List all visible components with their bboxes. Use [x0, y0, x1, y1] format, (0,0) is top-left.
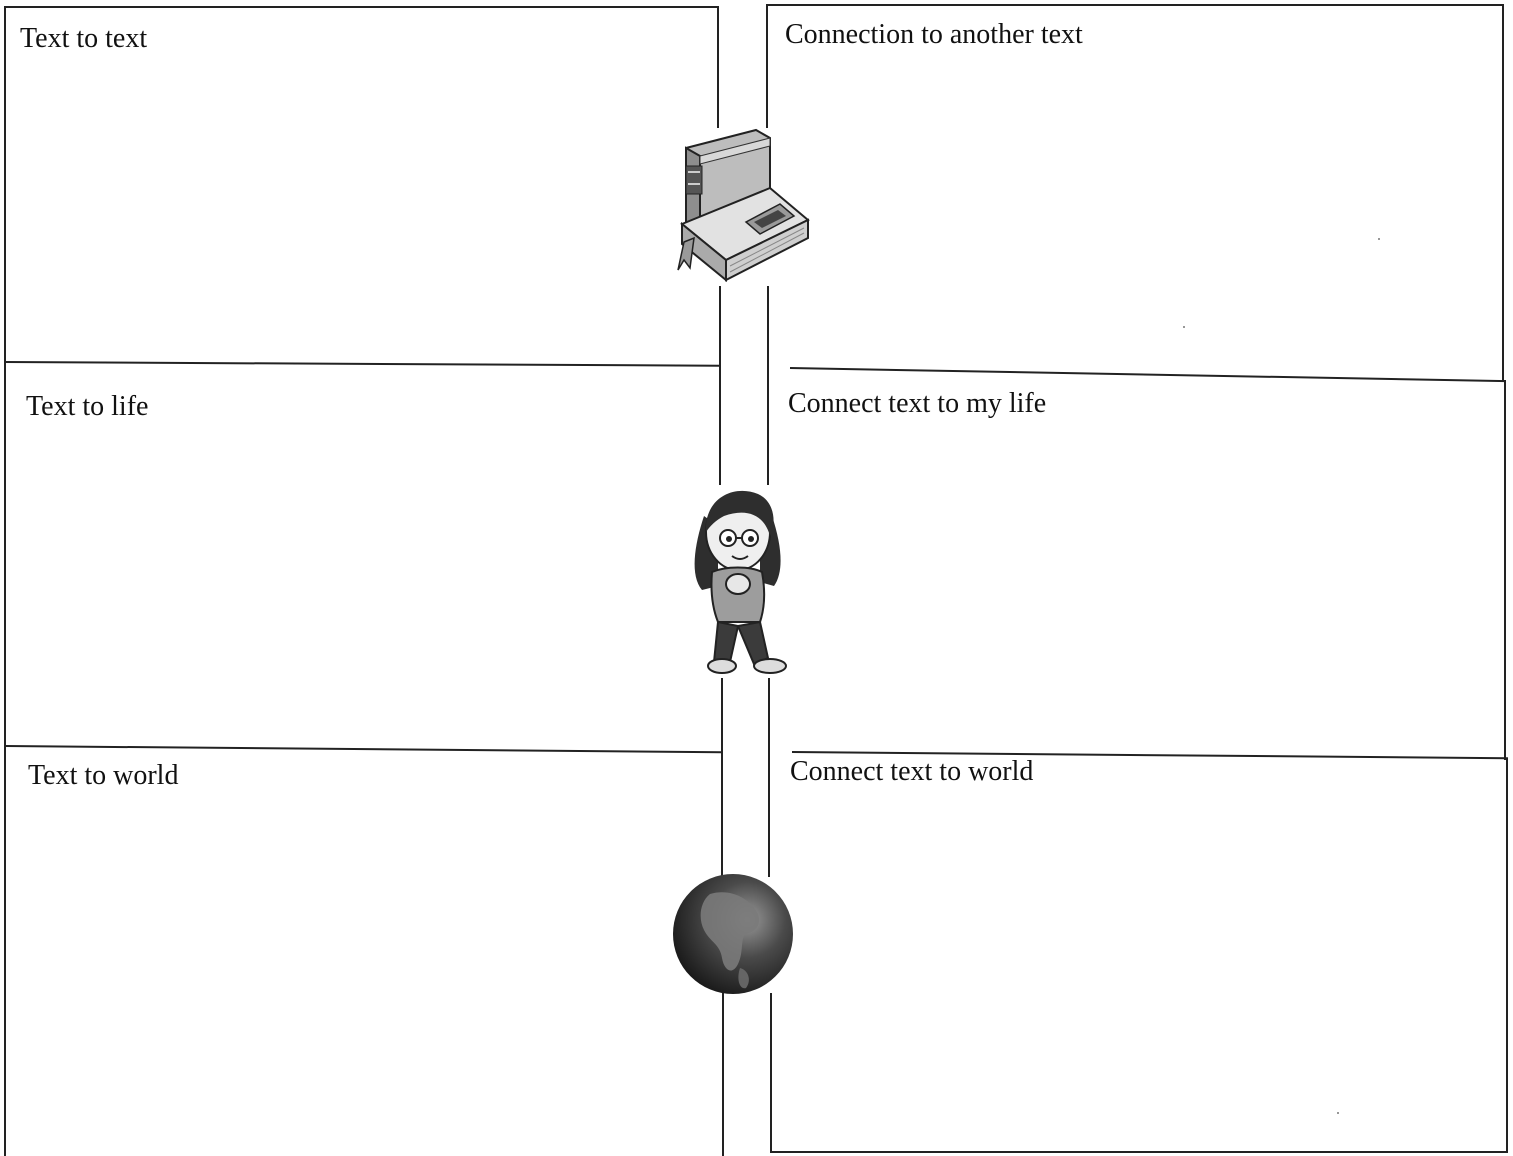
channel-left-rail-4 [722, 993, 724, 1156]
right-outer-border [1502, 4, 1504, 382]
label-text-to-life: Text to life [26, 391, 149, 422]
channel-right-rail-4 [770, 993, 772, 1153]
books-icon [670, 128, 812, 286]
channel-right-rail-1 [766, 6, 768, 130]
right-divider-1 [789, 367, 1506, 383]
channel-left-rail-1 [717, 6, 719, 130]
right-bottom-border [770, 1151, 1508, 1153]
scan-speck [1183, 326, 1185, 328]
channel-left-rail-2 [719, 285, 721, 485]
scan-speck [1378, 238, 1380, 240]
left-divider-1 [3, 361, 720, 367]
channel-right-rail-3 [768, 672, 770, 877]
left-top-border [4, 6, 718, 8]
label-connect-text-to-my-life: Connect text to my life [788, 388, 1047, 419]
right-top-border [766, 4, 1503, 6]
label-text-to-text: Text to text [20, 23, 148, 54]
girl-reading-icon [684, 486, 792, 678]
globe-icon [673, 874, 793, 994]
label-connect-text-to-world: Connect text to world [790, 756, 1034, 787]
label-text-to-world: Text to world [28, 760, 179, 791]
channel-left-rail-3 [721, 672, 723, 877]
left-divider-2 [5, 745, 722, 754]
scan-speck [1337, 1112, 1339, 1114]
left-outer-border [4, 6, 6, 1156]
label-connection-to-another-text: Connection to another text [785, 19, 1083, 50]
right-outer-border-2 [1504, 380, 1506, 760]
channel-right-rail-2 [767, 285, 769, 485]
right-outer-border-3 [1506, 758, 1508, 1152]
